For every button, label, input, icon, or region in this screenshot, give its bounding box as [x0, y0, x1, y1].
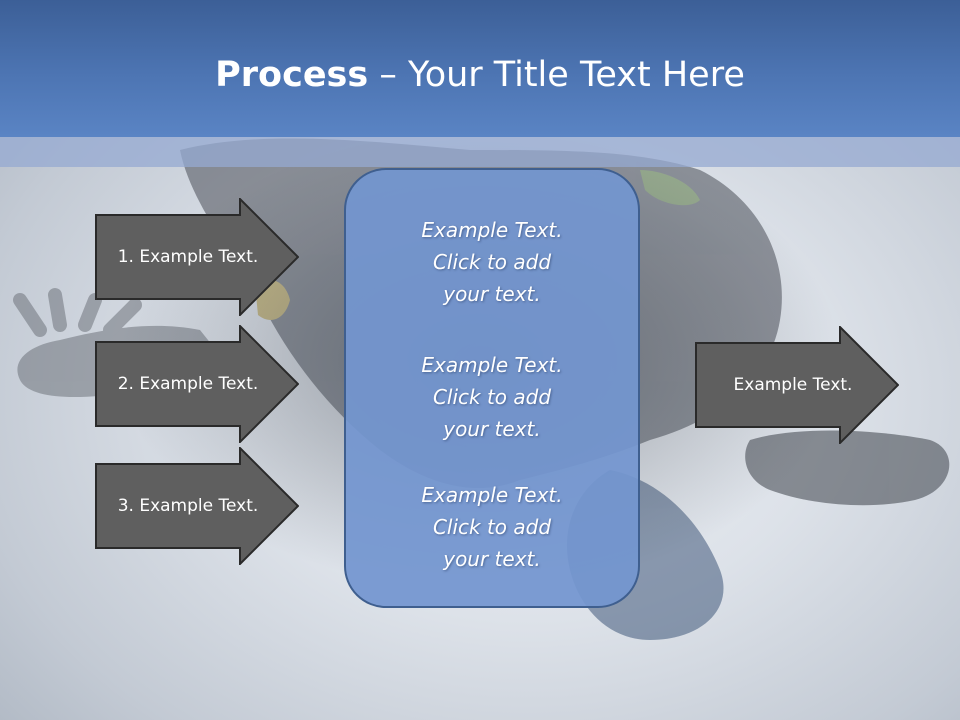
- center-item-1-line3: your text.: [443, 282, 541, 306]
- title-bar-band: [0, 137, 960, 167]
- arrow-right-output[interactable]: Example Text.: [695, 326, 899, 444]
- center-item-2-line3: your text.: [443, 417, 541, 441]
- center-item-2-line1: Example Text.: [421, 353, 563, 377]
- center-item-1-line2: Click to add: [432, 250, 552, 274]
- center-item-3-line1: Example Text.: [421, 483, 563, 507]
- title-bar: [0, 0, 960, 137]
- center-text-box[interactable]: Example Text. Click to add your text. Ex…: [344, 168, 640, 608]
- arrow-left-1[interactable]: 1. Example Text.: [95, 198, 299, 316]
- arrow-left-2[interactable]: 2. Example Text.: [95, 325, 299, 443]
- title-bold-part: Process: [215, 55, 369, 95]
- center-item-3-line3: your text.: [443, 547, 541, 571]
- arrow-right-label: Example Text.: [733, 375, 853, 395]
- arrow-left-2-label: 2. Example Text.: [117, 374, 259, 394]
- title-rest-part: – Your Title Text Here: [368, 55, 745, 95]
- center-item-1-line1: Example Text.: [421, 218, 563, 242]
- arrow-shape: [95, 198, 299, 316]
- center-item-2-line2: Click to add: [432, 385, 552, 409]
- arrow-shape: [95, 325, 299, 443]
- arrow-left-3[interactable]: 3. Example Text.: [95, 447, 299, 565]
- center-item-2[interactable]: Example Text. Click to add your text.: [346, 349, 638, 445]
- slide-title[interactable]: Process – Your Title Text Here: [0, 52, 960, 98]
- arrow-left-3-label: 3. Example Text.: [117, 496, 259, 516]
- center-item-3[interactable]: Example Text. Click to add your text.: [346, 479, 638, 575]
- center-item-3-line2: Click to add: [432, 515, 552, 539]
- center-item-1[interactable]: Example Text. Click to add your text.: [346, 214, 638, 310]
- arrow-shape: [95, 447, 299, 565]
- arrow-shape: [695, 326, 899, 444]
- arrow-left-1-label: 1. Example Text.: [117, 247, 259, 267]
